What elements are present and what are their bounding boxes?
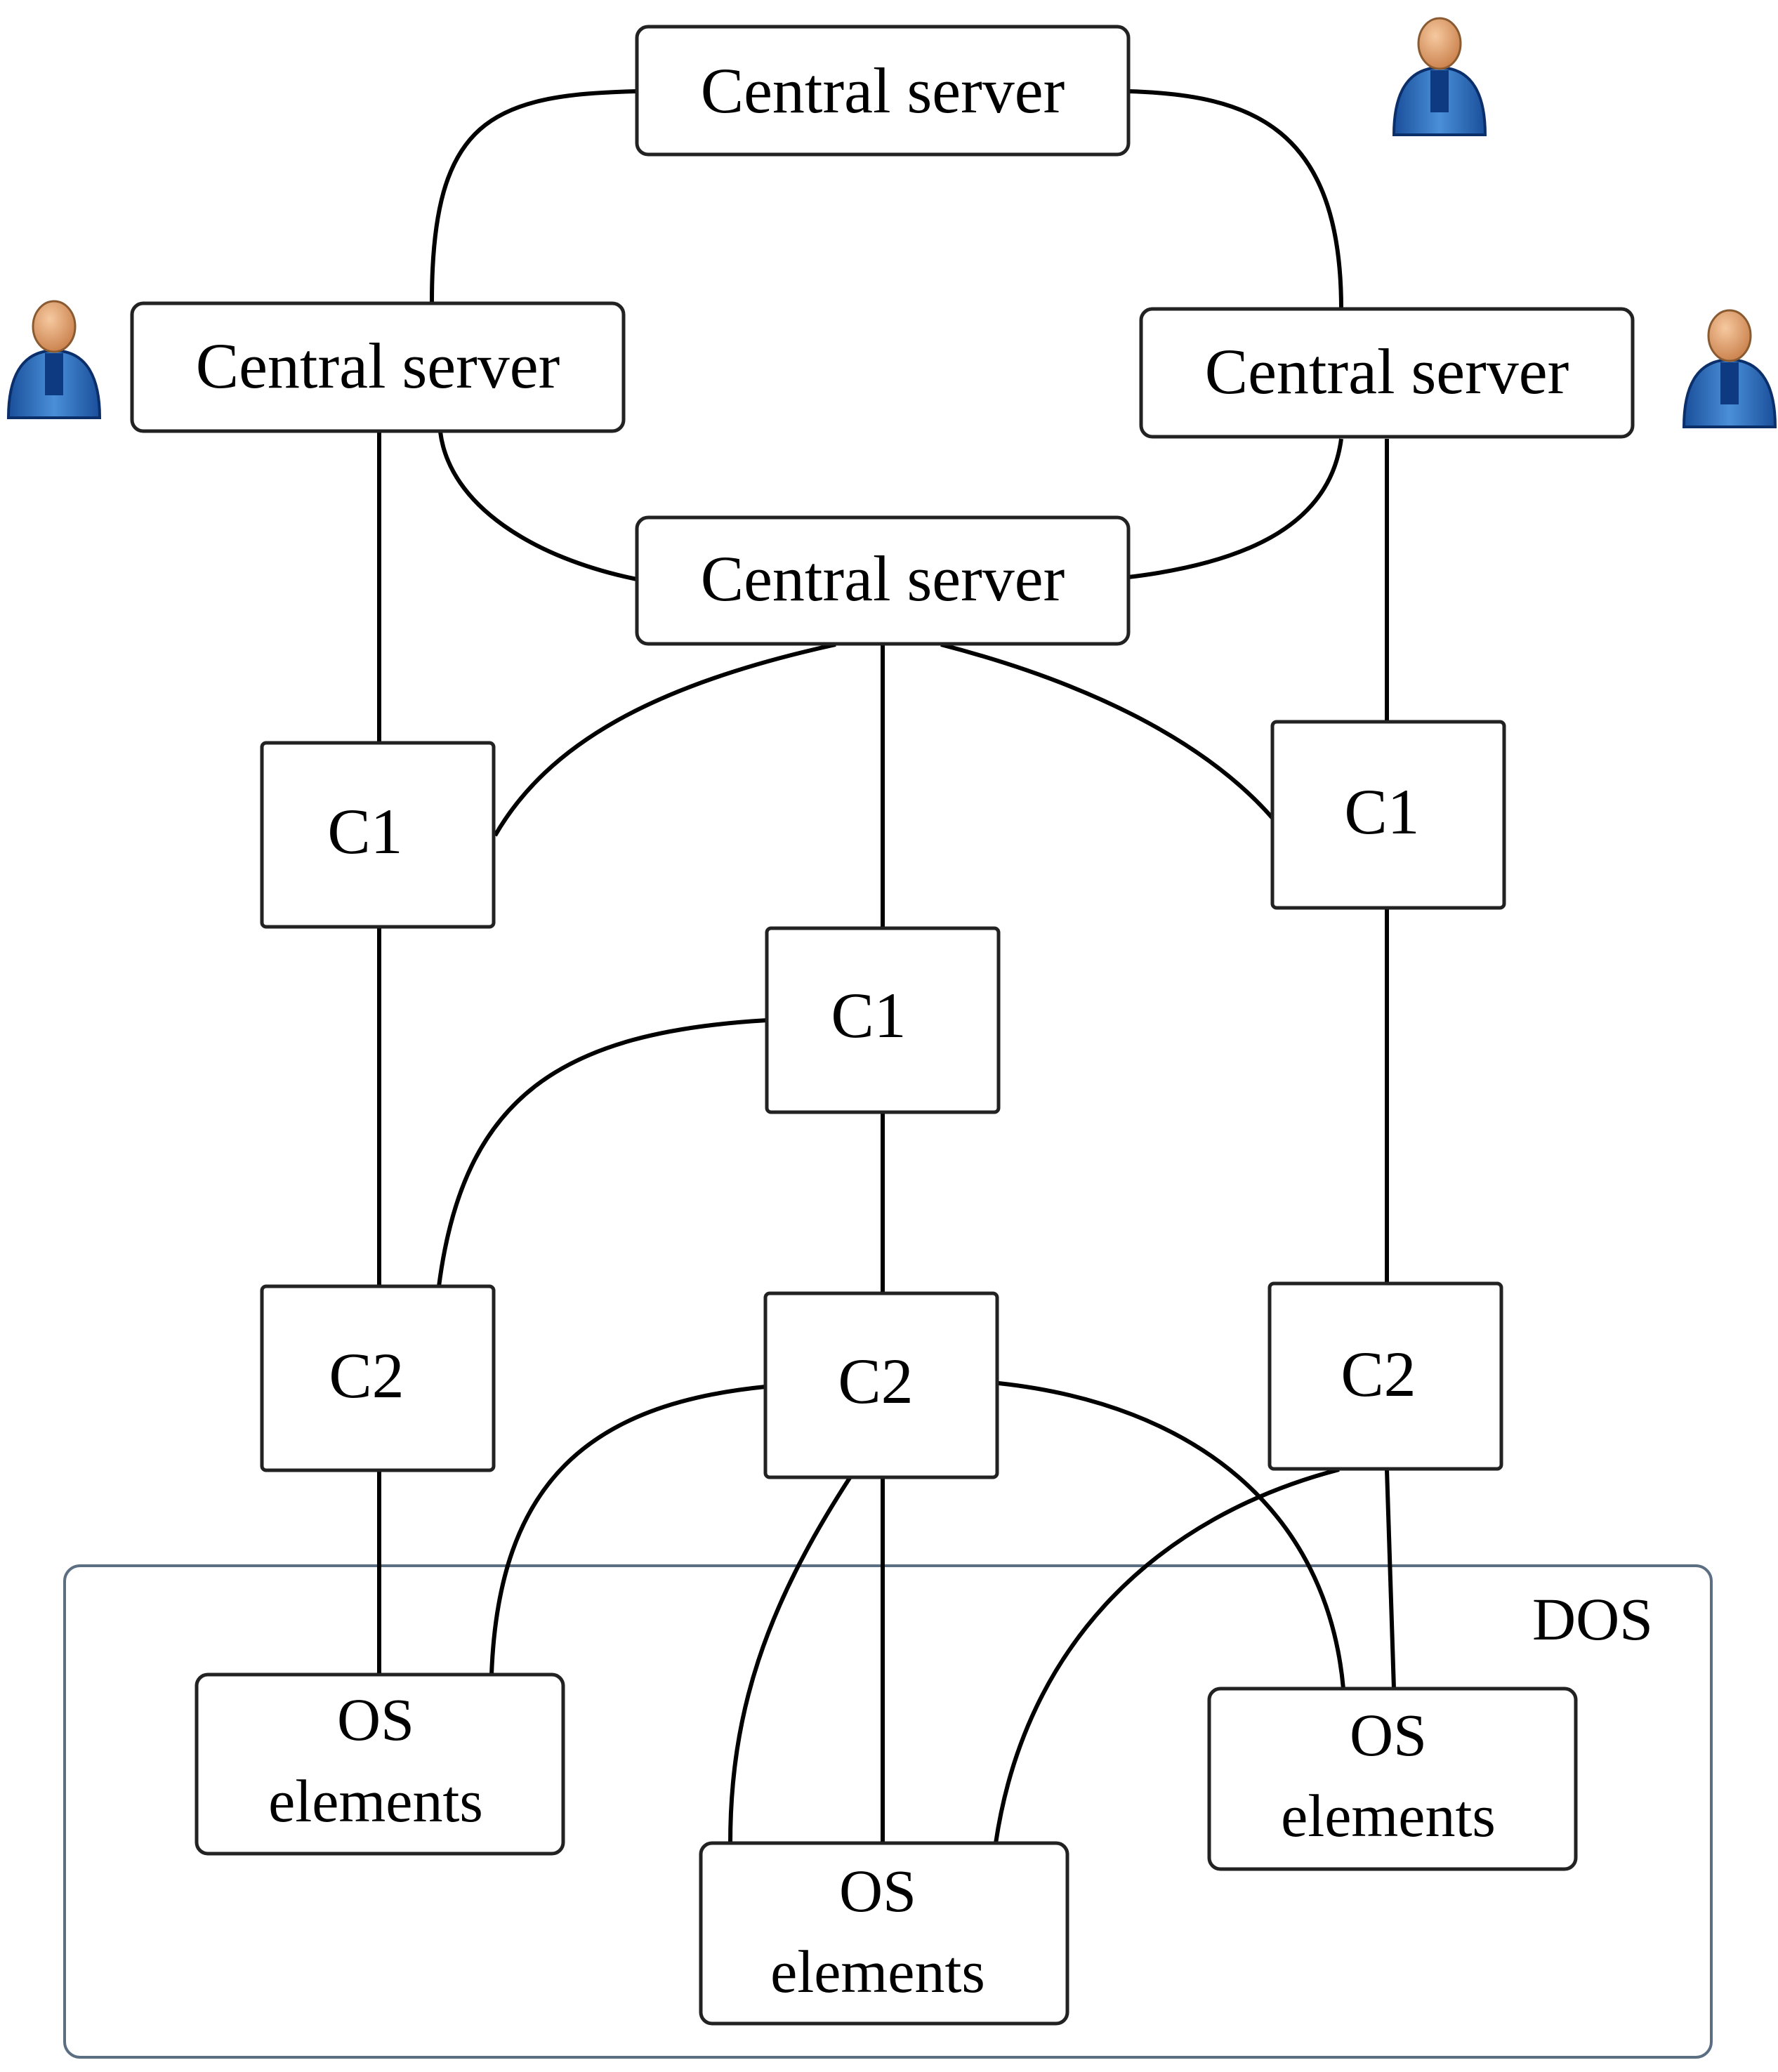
user-icon	[6, 300, 102, 419]
dos-region: DOS	[63, 1564, 1713, 2059]
c1-node-left-label: C1	[327, 796, 402, 867]
c1-node-center[interactable]: C1	[765, 926, 1001, 1114]
central-server-right-label: Central server	[1205, 336, 1569, 407]
link-c2-center-os-middle-a	[728, 1477, 852, 1844]
link-top-server-left-server	[430, 89, 638, 303]
connections	[377, 89, 1396, 1844]
link-mid-server-c1-right	[940, 642, 1275, 819]
c2-node-center[interactable]: C2	[763, 1291, 999, 1479]
link-c2-center-os-left	[489, 1385, 766, 1675]
os-elements-middle-line2: elements	[770, 1938, 985, 2005]
central-server-top-label: Central server	[701, 55, 1065, 126]
central-server-top[interactable]: Central server	[635, 25, 1131, 157]
c2-node-left-label: C2	[329, 1340, 404, 1411]
link-mid-server-c1-left	[493, 642, 836, 837]
os-elements-right-line1: OS	[1350, 1701, 1427, 1769]
c1-node-right[interactable]: C1	[1270, 720, 1506, 910]
os-elements-right[interactable]: OS elements	[1207, 1687, 1578, 1871]
c1-node-right-label: C1	[1344, 776, 1419, 847]
dos-region-label: DOS	[1532, 1585, 1653, 1653]
os-elements-middle-line1: OS	[839, 1857, 916, 1925]
link-top-server-right-server	[1128, 89, 1343, 310]
os-elements-middle[interactable]: OS elements	[699, 1841, 1069, 2026]
central-server-left[interactable]: Central server	[130, 301, 626, 433]
c2-node-right-label: C2	[1341, 1338, 1416, 1410]
os-elements-left-line2: elements	[268, 1767, 483, 1835]
link-c2-right-os-middle	[994, 1467, 1340, 1844]
os-elements-right-line2: elements	[1281, 1782, 1496, 1849]
link-c2-right-os-right	[1385, 1469, 1396, 1689]
os-elements-left[interactable]: OS elements	[195, 1672, 565, 1856]
c2-node-right[interactable]: C2	[1267, 1281, 1503, 1471]
central-server-right[interactable]: Central server	[1139, 307, 1635, 439]
c1-node-center-label: C1	[831, 979, 906, 1051]
link-c2-center-os-right	[998, 1381, 1345, 1689]
user-icon	[1682, 309, 1777, 428]
central-server-middle[interactable]: Central server	[635, 515, 1131, 646]
link-right-server-mid-server	[1128, 438, 1343, 579]
link-left-server-mid-server	[438, 431, 638, 581]
c1-node-left[interactable]: C1	[260, 741, 496, 929]
c2-node-center-label: C2	[838, 1345, 913, 1417]
central-server-middle-label: Central server	[701, 543, 1065, 614]
link-c1-center-c2-left	[437, 1018, 768, 1287]
os-elements-left-line1: OS	[337, 1686, 414, 1753]
central-server-left-label: Central server	[196, 330, 560, 402]
user-icon	[1392, 17, 1487, 136]
c2-node-left[interactable]: C2	[260, 1284, 496, 1472]
